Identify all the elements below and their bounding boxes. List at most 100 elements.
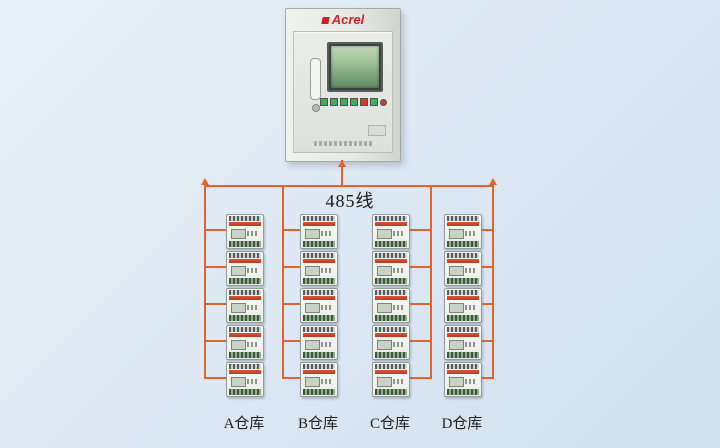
wire-segment bbox=[206, 340, 226, 342]
meter-display bbox=[305, 303, 320, 313]
terminal-row-bottom bbox=[447, 278, 479, 284]
wire-segment bbox=[284, 340, 300, 342]
terminal-row-top bbox=[447, 327, 479, 332]
brand-text: Acrel bbox=[331, 12, 365, 27]
panel-button bbox=[350, 98, 358, 106]
meter-display bbox=[231, 303, 246, 313]
terminal-row-bottom bbox=[447, 315, 479, 321]
handle-slot bbox=[310, 58, 321, 100]
terminal-row-top bbox=[303, 364, 335, 369]
energy-meter-module bbox=[300, 251, 338, 286]
meter-face bbox=[229, 264, 261, 277]
lcd-screen-content bbox=[331, 46, 379, 88]
meter-buttons bbox=[321, 342, 333, 347]
meter-display bbox=[305, 340, 320, 350]
meter-buttons bbox=[465, 231, 477, 236]
brand-band bbox=[447, 370, 479, 374]
terminal-row-top bbox=[303, 253, 335, 258]
cabinet-door bbox=[293, 31, 393, 153]
terminal-row-bottom bbox=[303, 278, 335, 284]
energy-meter-module bbox=[226, 251, 264, 286]
meter-display bbox=[377, 303, 392, 313]
meter-buttons bbox=[247, 268, 259, 273]
meter-display bbox=[231, 266, 246, 276]
indicator-light bbox=[380, 98, 387, 106]
acrel-logo-icon bbox=[320, 17, 330, 24]
terminal-row-bottom bbox=[303, 241, 335, 247]
wire-segment bbox=[206, 266, 226, 268]
lcd-screen bbox=[327, 42, 383, 92]
wire-segment bbox=[410, 340, 430, 342]
panel-button bbox=[370, 98, 378, 106]
terminal-row-top bbox=[229, 290, 261, 295]
brand-band bbox=[447, 296, 479, 300]
terminal-row-bottom bbox=[447, 241, 479, 247]
arrowhead-icon bbox=[201, 178, 209, 185]
meter-buttons bbox=[321, 231, 333, 236]
energy-meter-module bbox=[444, 251, 482, 286]
panel-button bbox=[340, 98, 348, 106]
terminal-row-top bbox=[447, 253, 479, 258]
terminal-row-bottom bbox=[229, 352, 261, 358]
wire-segment bbox=[284, 266, 300, 268]
energy-meter-module bbox=[444, 214, 482, 249]
branch-wire bbox=[430, 185, 432, 379]
brand-band bbox=[229, 333, 261, 337]
meter-face bbox=[303, 301, 335, 314]
warehouse-label: D仓库 bbox=[441, 416, 483, 432]
panel-button bbox=[320, 98, 328, 106]
meter-display bbox=[377, 266, 392, 276]
meter-face bbox=[375, 264, 407, 277]
meter-face bbox=[447, 375, 479, 388]
terminal-row-bottom bbox=[375, 241, 407, 247]
bus-485-label: 485线 bbox=[325, 191, 375, 211]
bus-485-wire bbox=[204, 185, 494, 187]
brand-band bbox=[375, 222, 407, 226]
meter-buttons bbox=[465, 268, 477, 273]
warehouse-label: C仓库 bbox=[369, 416, 410, 432]
meter-buttons bbox=[247, 231, 259, 236]
meter-buttons bbox=[465, 305, 477, 310]
terminal-row-top bbox=[229, 364, 261, 369]
meter-display bbox=[305, 266, 320, 276]
energy-meter-module bbox=[226, 362, 264, 397]
terminal-row-bottom bbox=[229, 241, 261, 247]
terminal-row-bottom bbox=[447, 352, 479, 358]
meter-buttons bbox=[247, 379, 259, 384]
energy-meter-module bbox=[372, 214, 410, 249]
meter-face bbox=[303, 375, 335, 388]
brand-band bbox=[447, 333, 479, 337]
meter-display bbox=[377, 377, 392, 387]
meter-buttons bbox=[321, 379, 333, 384]
meter-display bbox=[377, 340, 392, 350]
wire-segment bbox=[410, 229, 430, 231]
energy-meter-module bbox=[444, 288, 482, 323]
brand-band bbox=[375, 333, 407, 337]
meter-face bbox=[303, 338, 335, 351]
meter-face bbox=[229, 227, 261, 240]
meter-display bbox=[449, 266, 464, 276]
terminal-row-bottom bbox=[303, 352, 335, 358]
terminal-row-top bbox=[303, 327, 335, 332]
wire-segment bbox=[482, 229, 492, 231]
wire-segment bbox=[482, 303, 492, 305]
terminal-row-top bbox=[375, 216, 407, 221]
button-panel bbox=[320, 98, 387, 106]
terminal-row-bottom bbox=[447, 389, 479, 395]
energy-meter-module bbox=[226, 288, 264, 323]
brand-band bbox=[447, 259, 479, 263]
brand-band bbox=[303, 333, 335, 337]
meter-display bbox=[231, 229, 246, 239]
meter-buttons bbox=[321, 305, 333, 310]
meter-face bbox=[447, 264, 479, 277]
meter-buttons bbox=[247, 342, 259, 347]
control-cabinet: Acrel bbox=[285, 8, 401, 162]
meter-buttons bbox=[465, 342, 477, 347]
arrowhead-icon bbox=[489, 178, 497, 185]
arrowhead-icon bbox=[338, 160, 346, 167]
energy-meter-module bbox=[372, 362, 410, 397]
terminal-row-bottom bbox=[303, 315, 335, 321]
brand-band bbox=[303, 259, 335, 263]
brand-band bbox=[303, 370, 335, 374]
